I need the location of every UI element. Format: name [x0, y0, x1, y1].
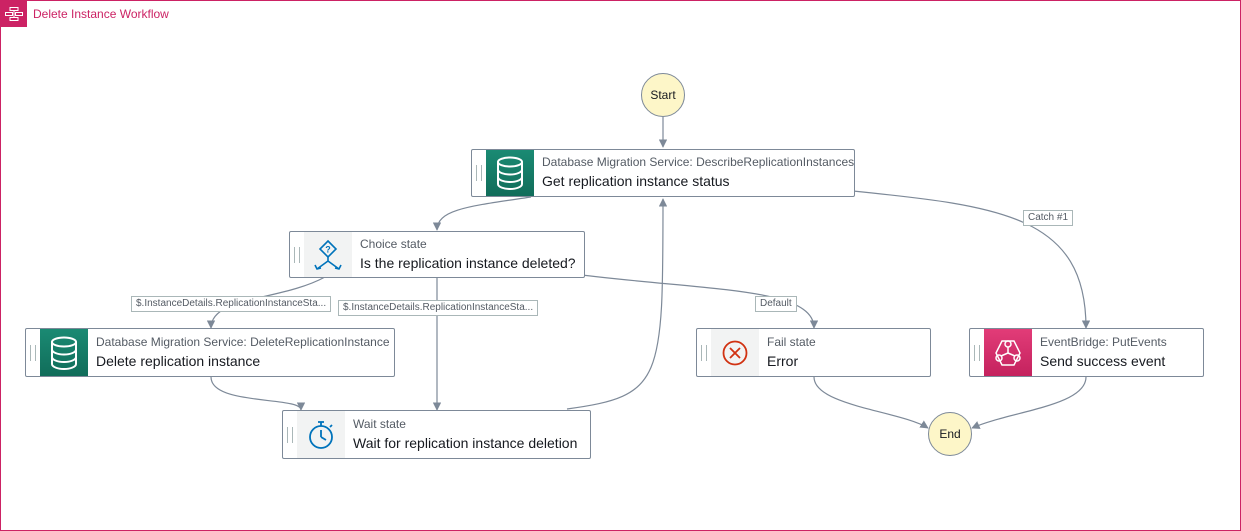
state-type-label: Fail state	[767, 334, 816, 349]
state-type-label: Wait state	[353, 416, 406, 431]
drag-handle-icon[interactable]	[283, 411, 297, 458]
database-icon	[40, 329, 88, 376]
edge-label-choice-to-delete: $.InstanceDetails.ReplicationInstanceSta…	[131, 296, 332, 312]
eventbridge-icon	[984, 329, 1032, 376]
edge-label-catch: Catch #1	[1023, 210, 1074, 226]
edge-delete-to-wait	[210, 376, 306, 411]
svg-text:?: ?	[325, 244, 331, 254]
state-machine-icon	[1, 1, 27, 27]
state-type-label: Database Migration Service: DescribeRepl…	[542, 155, 855, 169]
database-icon	[486, 150, 534, 196]
drag-handle-icon[interactable]	[290, 232, 304, 277]
state-name-label: Wait for replication instance deletion	[353, 434, 578, 451]
state-get-replication-status[interactable]: Database Migration Service: DescribeRepl…	[471, 149, 855, 197]
state-send-success-event[interactable]: EventBridge: PutEvents Send success even…	[969, 328, 1204, 377]
state-type-label: Choice state	[360, 236, 427, 251]
end-node[interactable]: End	[928, 412, 972, 456]
state-name-label: Error	[767, 352, 799, 369]
edge-label-default: Default	[755, 296, 797, 312]
end-label: End	[939, 427, 961, 441]
state-name-label: Delete replication instance	[96, 352, 261, 369]
drag-handle-icon[interactable]	[472, 150, 486, 196]
edge-label-choice-to-wait: $.InstanceDetails.ReplicationInstanceSta…	[338, 300, 539, 316]
drag-handle-icon[interactable]	[970, 329, 984, 376]
stopwatch-icon	[297, 411, 345, 458]
workflow-title: Delete Instance Workflow	[33, 7, 169, 21]
state-name-label: Get replication instance status	[542, 173, 730, 189]
choice-icon: ?	[304, 232, 352, 277]
edge-wait-to-get-status	[566, 198, 668, 410]
state-type-label: Database Migration Service: DeleteReplic…	[96, 334, 390, 349]
edge-choice-default	[565, 272, 819, 329]
workflow-title-tab: Delete Instance Workflow	[1, 1, 169, 27]
drag-handle-icon[interactable]	[697, 329, 711, 376]
state-choice[interactable]: ? Choice state Is the replication instan…	[289, 231, 585, 278]
state-type-label: EventBridge: PutEvents	[1040, 334, 1167, 349]
start-node[interactable]: Start	[641, 73, 685, 117]
start-label: Start	[650, 88, 676, 102]
edge-event-to-end	[971, 376, 1087, 429]
state-name-label: Is the replication instance deleted?	[360, 254, 576, 271]
edge-fail-to-end	[813, 376, 929, 429]
state-fail[interactable]: Fail state Error	[696, 328, 931, 377]
drag-handle-icon[interactable]	[26, 329, 40, 376]
state-name-label: Send success event	[1040, 352, 1166, 369]
state-wait[interactable]: Wait state Wait for replication instance…	[282, 410, 591, 459]
edge-get-status-to-choice	[432, 196, 532, 231]
state-delete-replication-instance[interactable]: Database Migration Service: DeleteReplic…	[25, 328, 395, 377]
error-x-icon	[711, 329, 759, 376]
